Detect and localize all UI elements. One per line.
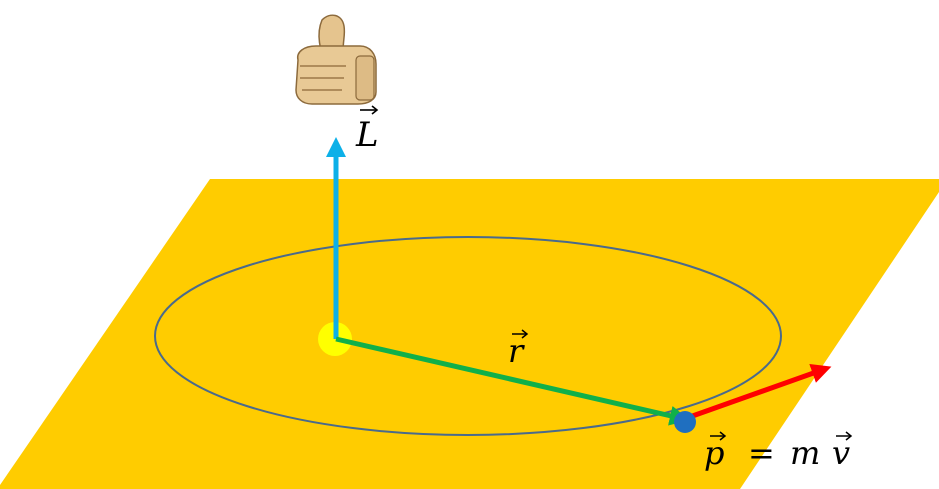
- angular-momentum-symbol: L: [355, 115, 379, 155]
- position-symbol: r: [508, 332, 525, 370]
- position-label: r: [508, 329, 529, 370]
- velocity-symbol: v: [832, 434, 850, 472]
- momentum-vector: [683, 363, 832, 422]
- thumbs-up-icon: [295, 14, 377, 105]
- angular-momentum-label: L: [355, 105, 379, 155]
- orbit-ellipse: [154, 236, 782, 436]
- momentum-symbol: p: [704, 434, 724, 472]
- position-vector: [335, 336, 690, 426]
- mass-symbol: m: [790, 434, 820, 472]
- particle: [674, 411, 696, 433]
- momentum-label: p = m v: [704, 431, 853, 472]
- equals-sign: =: [748, 434, 775, 472]
